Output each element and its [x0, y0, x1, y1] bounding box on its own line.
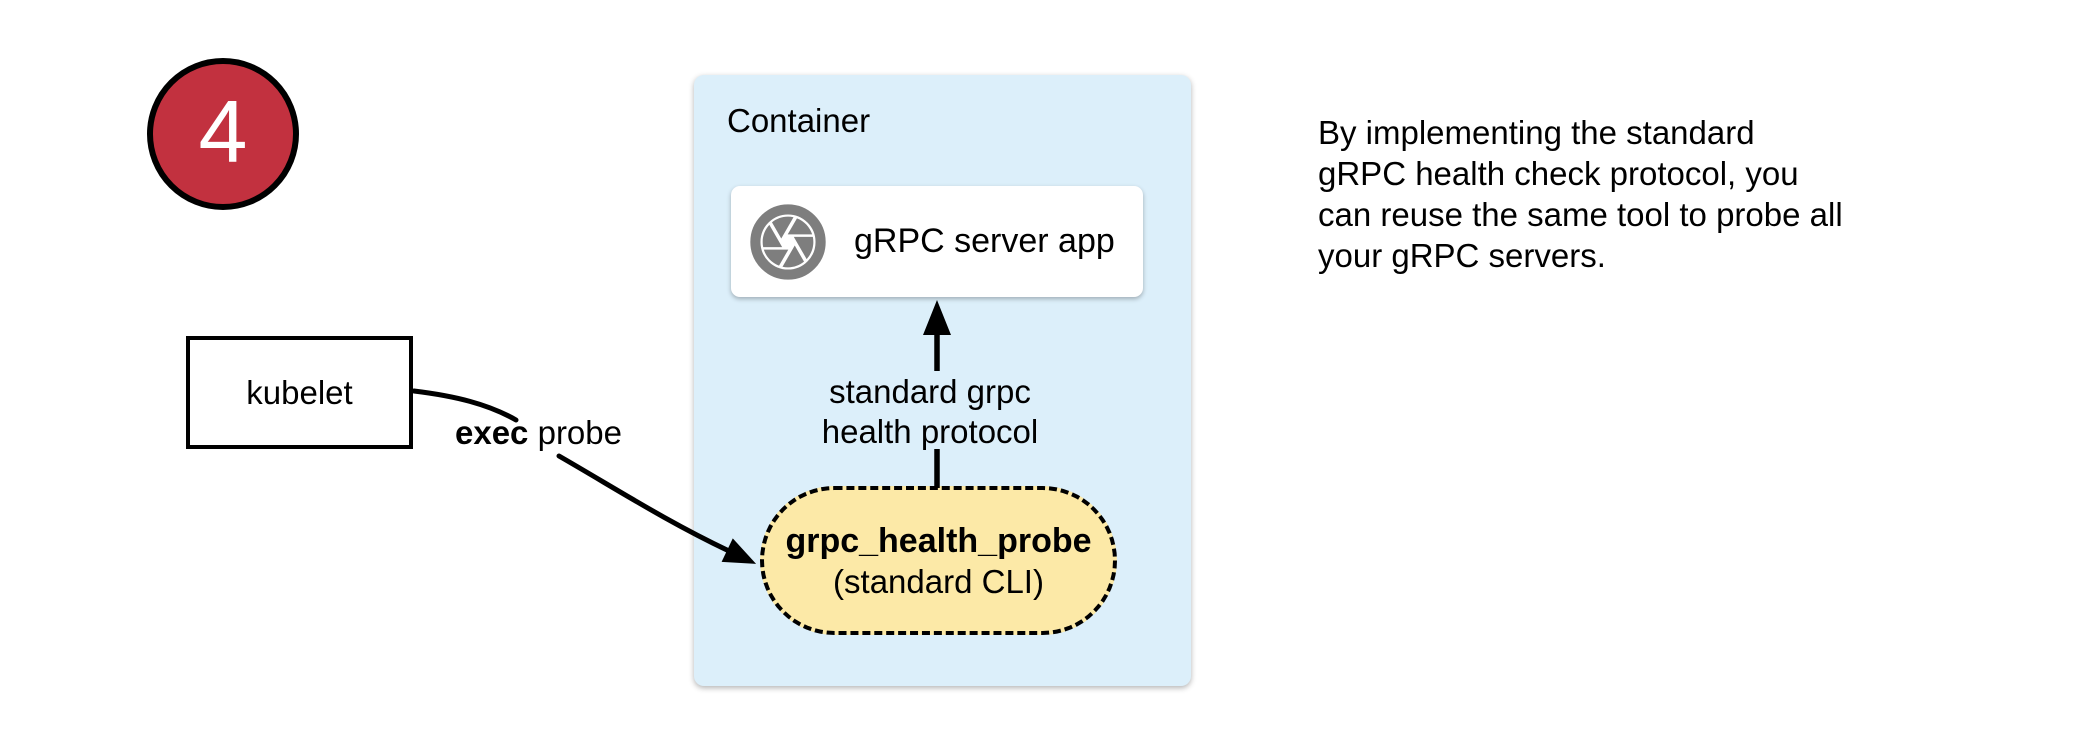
annotation-line: gRPC health check protocol, you	[1318, 155, 1799, 192]
exec-probe-label-bold: exec	[455, 414, 529, 451]
grpc-server-box: gRPC server app	[731, 186, 1143, 297]
step-badge: 4	[147, 58, 299, 210]
exec-probe-label: exec probe	[455, 414, 622, 452]
health-protocol-line1: standard grpc	[829, 373, 1031, 410]
probe-pill-subtitle: (standard CLI)	[833, 562, 1044, 600]
health-protocol-label: standard grpc health protocol	[780, 372, 1080, 452]
container-box: Container gRPC server app standard grpc …	[694, 75, 1191, 686]
grpc-health-probe-pill: grpc_health_probe (standard CLI)	[760, 486, 1117, 635]
annotation-line: By implementing the standard	[1318, 114, 1755, 151]
container-title: Container	[727, 102, 871, 139]
grpc-server-label: gRPC server app	[854, 222, 1115, 260]
health-protocol-line2: health protocol	[821, 413, 1039, 450]
step-number: 4	[198, 82, 248, 181]
annotation-text: By implementing the standard gRPC health…	[1318, 112, 1843, 276]
exec-probe-label-rest: probe	[528, 414, 622, 451]
annotation-line: can reuse the same tool to probe all	[1318, 196, 1843, 233]
probe-pill-title: grpc_health_probe	[785, 521, 1092, 560]
annotation-line: your gRPC servers.	[1318, 237, 1606, 274]
aperture-icon	[750, 203, 826, 280]
kubelet-box: kubelet	[186, 336, 413, 449]
kubelet-label: kubelet	[246, 373, 353, 411]
